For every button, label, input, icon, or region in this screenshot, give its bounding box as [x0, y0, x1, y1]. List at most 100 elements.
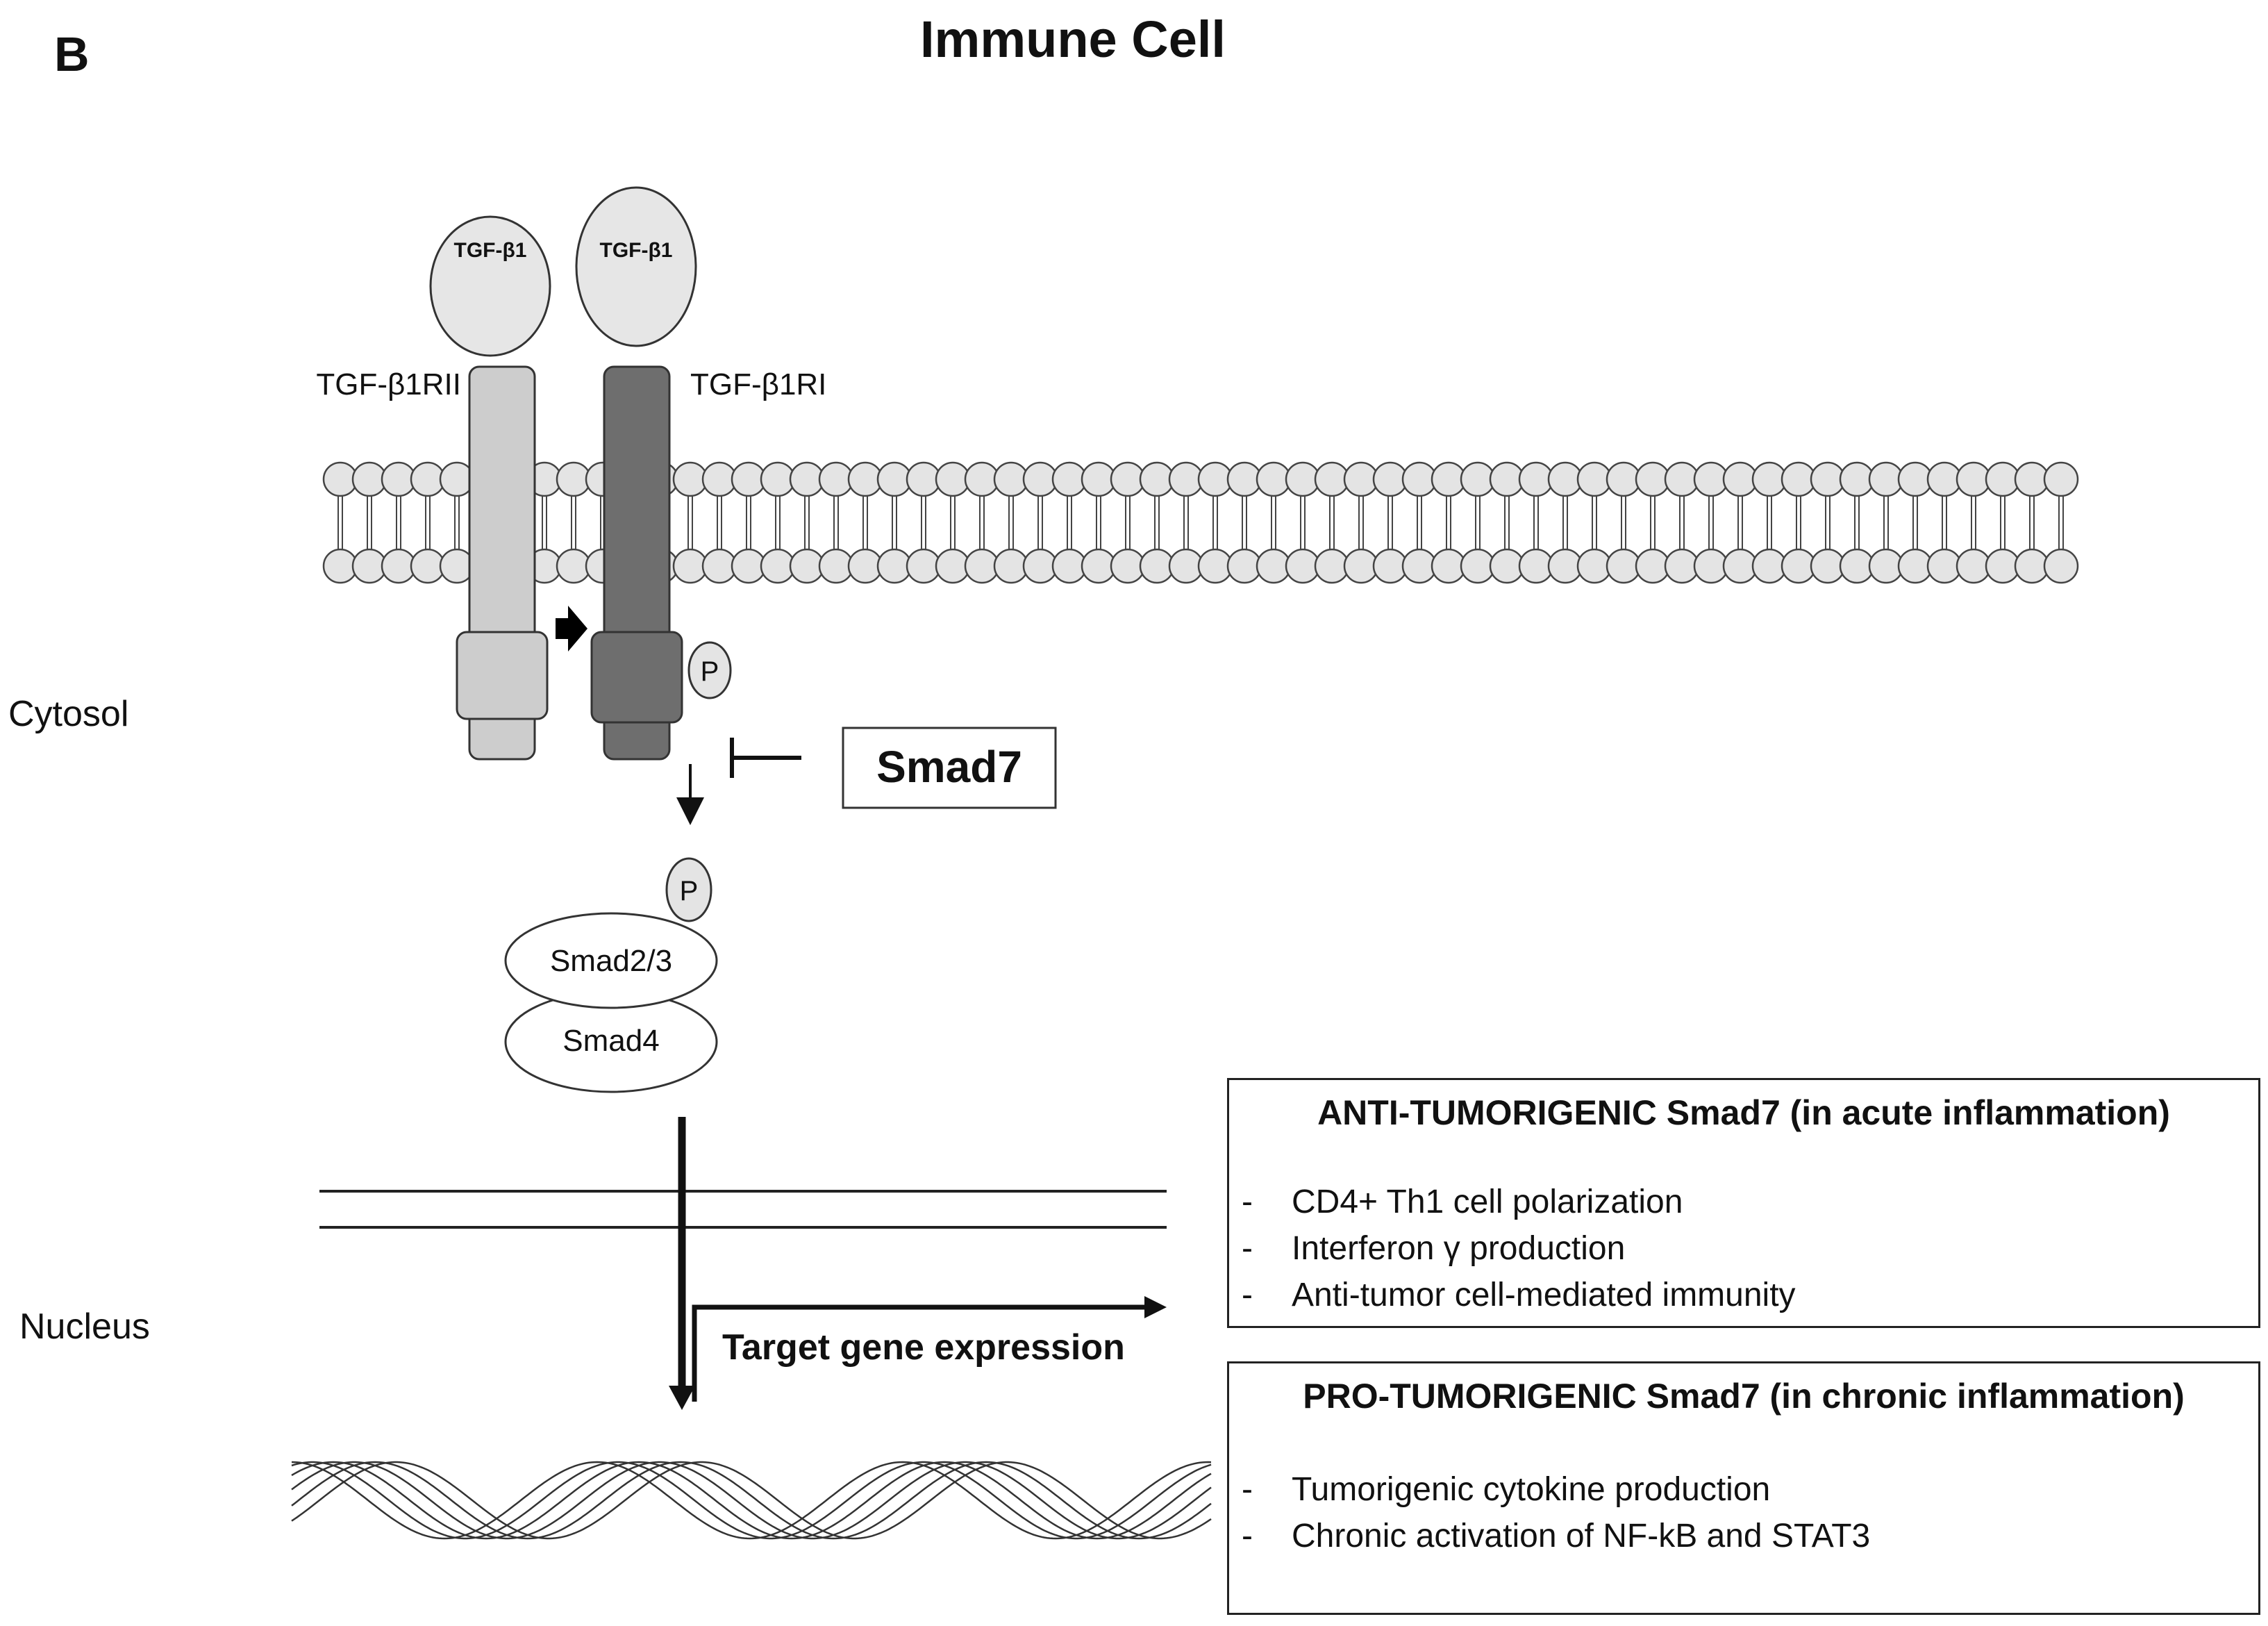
lipid	[760, 461, 796, 584]
lipid	[847, 461, 883, 584]
phospho-receptor-label: P	[701, 656, 719, 687]
list-item: -Interferon γ production	[1242, 1230, 1626, 1267]
transphosphorylation-arrow	[556, 606, 587, 652]
phospho-smad-label: P	[680, 876, 699, 906]
lipid	[1518, 461, 1554, 584]
list-item: -Anti-tumor cell-mediated immunity	[1242, 1277, 1796, 1313]
list-item: -Chronic activation of NF-kB and STAT3	[1242, 1518, 1871, 1554]
lipid	[439, 461, 475, 584]
lipid	[1314, 461, 1350, 584]
lipid	[1722, 461, 1758, 584]
lipid	[1110, 461, 1146, 584]
dna-strand	[291, 1461, 1212, 1540]
lipid	[1693, 461, 1729, 584]
pro-tumorigenic-list: -Tumorigenic cytokine production -Chroni…	[1229, 1466, 2258, 1559]
lipid	[1635, 461, 1671, 584]
panel-letter: B	[54, 27, 90, 81]
pro-tumorigenic-box: PRO-TUMORIGENIC Smad7 (in chronic inflam…	[1227, 1361, 2260, 1615]
nuclear-envelope	[319, 1190, 1167, 1229]
lipid	[818, 461, 854, 584]
ligand-tgfb1-right: TGF-β1	[575, 186, 697, 347]
lipid	[1197, 461, 1233, 584]
dna-strand	[291, 1461, 1212, 1540]
smad7-label: Smad7	[876, 742, 1022, 792]
lipid	[1022, 461, 1058, 584]
anti-tumorigenic-list: -CD4+ Th1 cell polarization -Interferon …	[1229, 1179, 2258, 1318]
lipid	[1343, 461, 1379, 584]
lipid	[381, 461, 417, 584]
dna-strand	[291, 1461, 1212, 1540]
lipid	[322, 461, 358, 584]
dna-helix	[291, 1461, 1212, 1540]
pro-tumorigenic-title: PRO-TUMORIGENIC Smad7 (in chronic inflam…	[1303, 1377, 2185, 1416]
lipid	[1051, 461, 1087, 584]
list-item: -CD4+ Th1 cell polarization	[1242, 1184, 1683, 1220]
dna-strand	[291, 1461, 1212, 1540]
lipid	[1576, 461, 1612, 584]
anti-tumorigenic-title: ANTI-TUMORIGENIC Smad7 (in acute inflamm…	[1317, 1093, 2170, 1132]
lipid	[1285, 461, 1321, 584]
lipid	[789, 461, 825, 584]
ligand-label-left: TGF-β1	[454, 239, 527, 262]
lipid	[556, 461, 592, 584]
gene-expression-label: Target gene expression	[722, 1327, 1125, 1368]
lipid	[1489, 461, 1525, 584]
lipid	[1401, 461, 1437, 584]
diagram-title: Immune Cell	[920, 10, 1226, 68]
lipid	[876, 461, 912, 584]
lipid	[1897, 461, 1933, 584]
smad2-3-label: Smad2/3	[550, 944, 672, 978]
ligand-label-right: TGF-β1	[600, 239, 673, 262]
lipid	[935, 461, 971, 584]
receptor-type2-label: TGF-β1RII	[316, 367, 461, 401]
lipid	[993, 461, 1029, 584]
lipid	[1139, 461, 1175, 584]
lipid	[1868, 461, 1904, 584]
cytosol-label: Cytosol	[8, 694, 129, 734]
lipid	[1547, 461, 1583, 584]
cell-membrane-bilayer	[322, 461, 2079, 584]
lipid	[2043, 461, 2079, 584]
receptor-type1	[590, 365, 683, 761]
ligand-tgfb1-left: TGF-β1	[429, 215, 551, 357]
lipid	[906, 461, 942, 584]
lipid	[701, 461, 737, 584]
lipid	[1081, 461, 1117, 584]
lipid	[351, 461, 387, 584]
lipid	[1431, 461, 1467, 584]
lipid	[1985, 461, 2021, 584]
receptor-type2	[456, 365, 549, 761]
lipid	[1226, 461, 1262, 584]
smad4: Smad4	[504, 990, 718, 1093]
phospho-receptor: P	[687, 641, 732, 699]
smad7-box: Smad7	[842, 727, 1057, 809]
lipid	[1372, 461, 1408, 584]
dna-strand	[291, 1461, 1212, 1540]
lipid	[1839, 461, 1875, 584]
dna-strand	[291, 1461, 1212, 1540]
lipid	[1168, 461, 1204, 584]
lipid	[1606, 461, 1642, 584]
lipid	[1926, 461, 1962, 584]
lipid	[1256, 461, 1292, 584]
lipid	[410, 461, 446, 584]
lipid	[1781, 461, 1817, 584]
lipid	[731, 461, 767, 584]
lipid	[964, 461, 1000, 584]
inhibition-symbol	[730, 738, 801, 778]
receptor-type1-label: TGF-β1RI	[690, 367, 826, 401]
lipid	[1956, 461, 1992, 584]
gene-expression-arrow	[692, 1296, 1167, 1402]
lipid	[2014, 461, 2050, 584]
lipid	[1460, 461, 1496, 584]
smad4-label: Smad4	[562, 1024, 659, 1058]
nucleus-label: Nucleus	[19, 1306, 150, 1347]
lipid	[1751, 461, 1787, 584]
list-item: -Tumorigenic cytokine production	[1242, 1471, 1771, 1508]
lipid	[1664, 461, 1700, 584]
lipid	[1810, 461, 1846, 584]
phospho-smad: P	[665, 857, 712, 922]
nuclear-translocation-arrow	[669, 1117, 695, 1410]
smad2-3: Smad2/3	[504, 912, 718, 1009]
